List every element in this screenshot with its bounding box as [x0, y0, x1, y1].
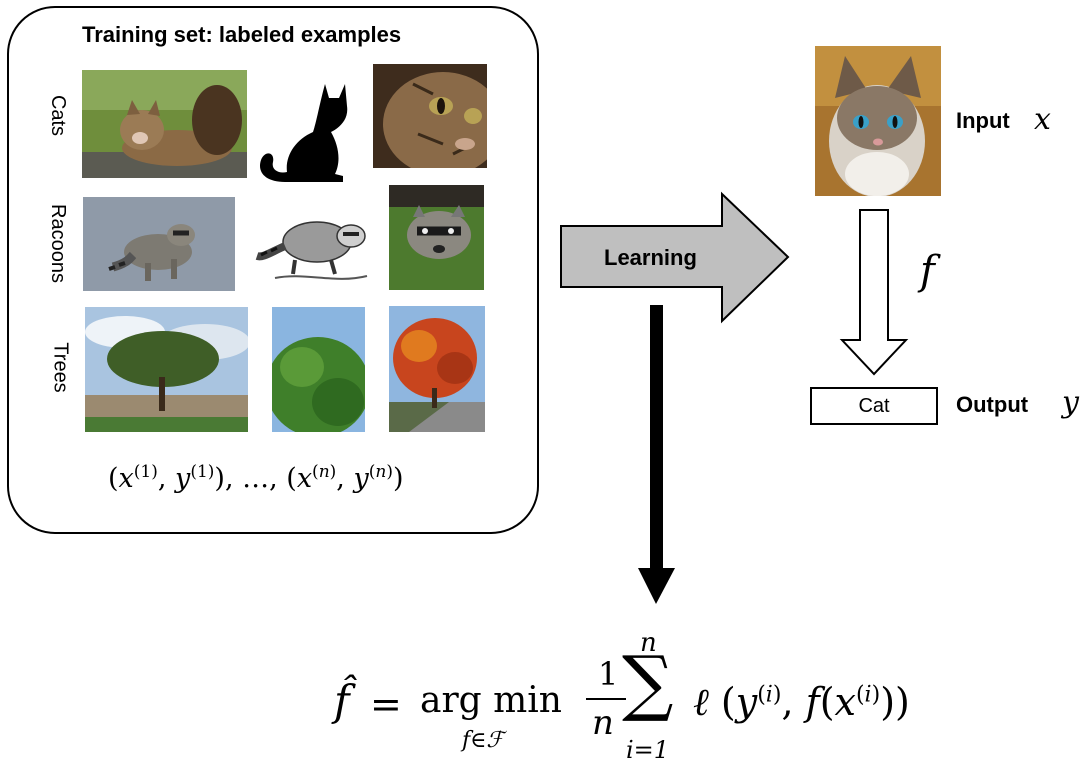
learning-label: Learning [604, 245, 697, 270]
tree-autumn-photo [389, 306, 485, 432]
objective-arrow-head [638, 568, 675, 604]
dataset-formula: (x(1), y(1)), …, (x(n), y(n)) [108, 462, 404, 494]
objective-argmin: arg min [420, 680, 562, 721]
output-value-box: Cat [810, 387, 938, 425]
racoon-on-pavement-photo [83, 197, 235, 291]
fraction-bar [586, 698, 626, 700]
output-variable: y [1062, 385, 1079, 420]
tree-savanna-photo [85, 307, 248, 432]
cat-silhouette [255, 76, 355, 186]
cat-closeup-photo [373, 64, 487, 168]
sum-upper-limit: n [640, 628, 657, 658]
objective-subscript: f∈ℱ [462, 728, 504, 753]
racoon-in-grass-photo [389, 185, 484, 290]
sum-symbol: ∑ [622, 640, 674, 724]
output-label: Output [956, 392, 1029, 417]
learning-arrow [560, 191, 790, 324]
objective-lhs: f̂ [334, 676, 350, 725]
objective-frac-denominator: n [592, 703, 614, 743]
input-cat-photo [815, 46, 941, 196]
training-set-box [7, 6, 539, 534]
f-arrow [839, 209, 909, 376]
objective-arrow-shaft [650, 305, 663, 573]
sum-lower-limit: i=1 [626, 736, 670, 764]
function-variable: f [920, 248, 935, 294]
objective-frac-numerator: 1 [598, 655, 619, 693]
objective-loss-term: ℓ (y(i), f(x(i))) [693, 680, 910, 724]
tree-green-photo [272, 307, 365, 432]
input-label: Input [956, 108, 1010, 133]
input-variable: x [1034, 102, 1051, 137]
training-set-title: Training set: labeled examples [82, 22, 402, 47]
cat-stretching-photo [82, 70, 247, 178]
racoon-sketch [255, 202, 373, 288]
